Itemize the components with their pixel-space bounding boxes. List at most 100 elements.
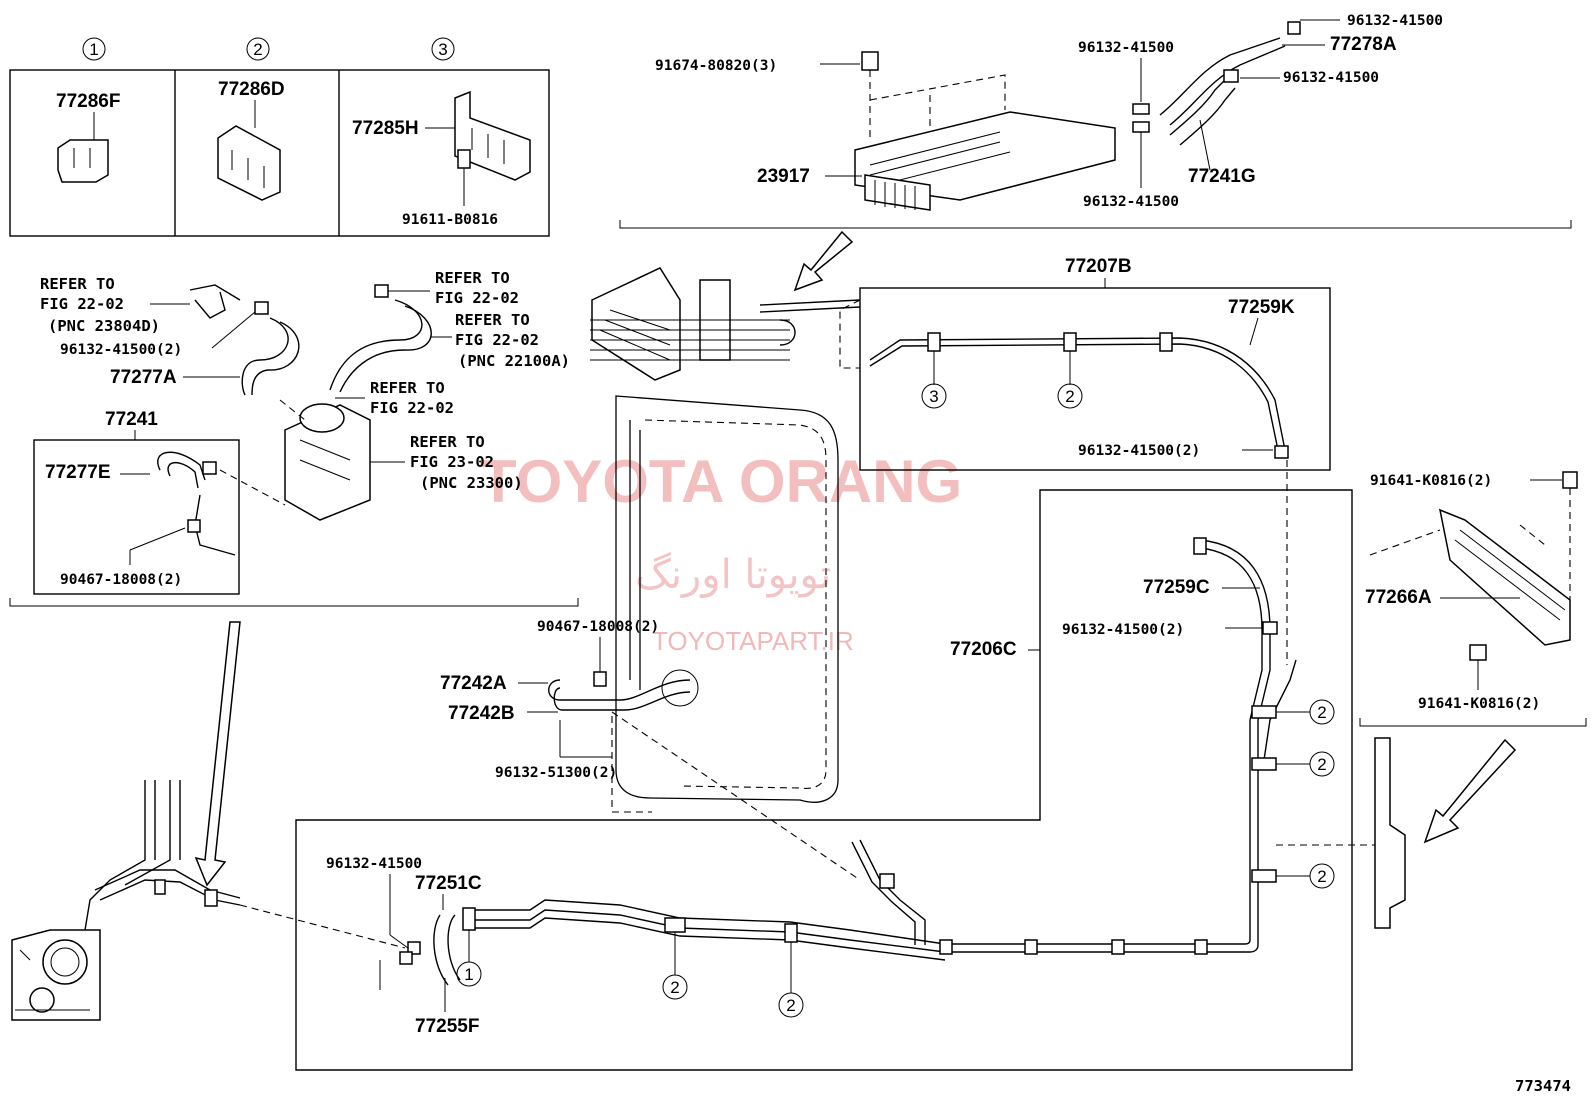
- bolt-91611-B0816-label: 91611-B0816: [402, 212, 498, 228]
- clamp-3-number: 3: [438, 40, 447, 59]
- clamp-206c-1-callout: [1309, 699, 1335, 725]
- bolt-bottom-part: [1469, 644, 1487, 661]
- refer4-line1: REFER TO: [370, 379, 445, 397]
- bottom-clamp-1-number: 1: [464, 965, 473, 984]
- arrow-cooler-icon: [793, 230, 854, 292]
- refer5-line3: (PNC 23300): [420, 474, 523, 492]
- clamp-2-callout: [246, 37, 270, 61]
- clamp-77286D-part: [217, 125, 281, 201]
- bolt-91674-part: [861, 51, 879, 71]
- cooler-group-bracket: [619, 220, 1572, 229]
- clamps-box: 1 2 3 77286F 77286D 77285H 91611-B0816: [9, 37, 550, 237]
- hose-77255F-label: 77255F: [415, 1016, 479, 1037]
- watermark-site: TOYOTAPART.IR: [652, 626, 854, 656]
- refer2-line2: FIG 22-02: [435, 289, 519, 307]
- clamps-box-frame: [9, 69, 550, 237]
- pipe-77259C-part: [945, 539, 1271, 953]
- clamp2-number: 2: [1065, 387, 1074, 406]
- hose-77278A-part: [1159, 37, 1281, 116]
- cooler-23917-label: 23917: [757, 166, 810, 187]
- part-77286F-label: 77286F: [56, 91, 120, 112]
- clamp-1-callout: [82, 37, 106, 61]
- hose-77277A-part: [241, 317, 289, 396]
- refer3-line1: REFER TO: [455, 311, 530, 329]
- bolt-91611-part: [457, 149, 471, 169]
- bottom-clip-label: 96132-41500: [326, 856, 422, 872]
- clamp-206c-1-number: 2: [1317, 703, 1326, 722]
- clamp-90467-left-label: 90467-18008(2): [60, 572, 182, 588]
- clamp3-number: 3: [929, 387, 938, 406]
- bolt-top-part: [1562, 471, 1578, 489]
- fuel-filter-part: [284, 404, 371, 521]
- clamp2-callout: [1057, 383, 1083, 409]
- clamp-2-number: 2: [253, 40, 262, 59]
- clamp-206c-2-number: 2: [1317, 755, 1326, 774]
- clip-a-label: 96132-41500: [1078, 40, 1174, 56]
- clip-b-label: 96132-41500: [1347, 13, 1443, 29]
- clamp-206c-3-callout: [1309, 863, 1335, 889]
- clip-d-part: [1132, 121, 1150, 133]
- clamp-206c-2-callout: [1309, 751, 1335, 777]
- clamp3-callout: [921, 383, 947, 409]
- pipe-206c-clip-label: 96132-41500(2): [1062, 622, 1184, 638]
- group-77207B-box: [859, 287, 1331, 471]
- refer5-line1: REFER TO: [410, 433, 485, 451]
- bottom-clamp-1-callout: [456, 961, 482, 987]
- protector-group-bracket: [1359, 718, 1587, 727]
- bottom-clamp-2a-callout: [662, 974, 688, 1000]
- clip-c-part: [1223, 69, 1239, 83]
- center-clamp-label: 90467-18008(2): [537, 619, 659, 635]
- bottom-clamp-2a-number: 2: [670, 978, 679, 997]
- group-77206C-box: [295, 489, 1353, 1071]
- refer5-line2: FIG 23-02: [410, 453, 494, 471]
- bolt-bottom-label: 91641-K0816(2): [1418, 696, 1540, 712]
- group-77206C-label: 77206C: [950, 639, 1017, 660]
- refer4-line2: FIG 22-02: [370, 399, 454, 417]
- clamp-3-callout: [431, 37, 455, 61]
- part-77286D-label: 77286D: [218, 79, 285, 100]
- center-clip-label: 96132-51300(2): [495, 765, 617, 781]
- hose-77277E-part: [157, 451, 206, 481]
- refer2-line1: REFER TO: [435, 269, 510, 287]
- pipe-77259K-part: [869, 337, 1286, 451]
- bottom-clip-part: [407, 941, 421, 955]
- protector-77266A-label: 77266A: [1365, 587, 1432, 608]
- filter-group-bracket: [9, 598, 579, 607]
- hose-77242A-label: 77242A: [440, 673, 507, 694]
- hose-77278A-label: 77278A: [1330, 34, 1397, 55]
- hose-77242A-part: [548, 679, 691, 701]
- cooler-assembly-drawing: [590, 267, 861, 381]
- group-77241-box: [33, 439, 240, 595]
- filter-clip-part: [254, 301, 269, 315]
- engine-drawing: [11, 780, 406, 1021]
- bolt-91674-label: 91674-80820(3): [655, 58, 777, 74]
- refer1-line2: FIG 22-02: [40, 295, 124, 313]
- clamp-206c-3-number: 2: [1317, 867, 1326, 886]
- center-group: 90467-18008(2) 77242A 77242B 96132-51300…: [440, 395, 861, 881]
- hose-77277A-label: 77277A: [110, 367, 177, 388]
- hose-77242B-label: 77242B: [448, 703, 515, 724]
- protector-group: 91641-K0816(2) 77266A 91641-K0816(2): [1359, 471, 1587, 727]
- arrow-filter-icon: [194, 621, 241, 887]
- clip-d-label: 96132-41500: [1083, 194, 1179, 210]
- pipe-77259K-label: 77259K: [1228, 297, 1295, 318]
- pipe-207b-clip-label: 96132-41500(2): [1078, 443, 1200, 459]
- filter-group: REFER TO FIG 22-02 (PNC 23804D) 96132-41…: [9, 269, 579, 607]
- watermark-persian: تویوتا اورنگ: [635, 552, 831, 598]
- bolt-top-label: 91641-K0816(2): [1370, 473, 1492, 489]
- pipe-77207B-group: 77207B 77259K 96132-41500(2) 3 2: [839, 256, 1331, 665]
- refer3-line2: FIG 22-02: [455, 331, 539, 349]
- protector-side-view: [1374, 737, 1406, 929]
- clip-b-part: [1287, 21, 1301, 35]
- pipe-77259C-label: 77259C: [1143, 577, 1210, 598]
- hose-77251C-part: [433, 914, 461, 986]
- refer1-line1: REFER TO: [40, 275, 115, 293]
- main-fuel-pipe-part: [470, 899, 946, 945]
- group-77241-label: 77241: [105, 409, 158, 430]
- hose-77251C-label: 77251C: [415, 873, 482, 894]
- hose-77241G-label: 77241G: [1188, 166, 1256, 187]
- bottom-clamp-2b-number: 2: [786, 996, 795, 1015]
- clamp-1-number: 1: [89, 40, 98, 59]
- diagram-id: 773474: [1515, 1077, 1571, 1095]
- group-77207B-label: 77207B: [1065, 256, 1132, 277]
